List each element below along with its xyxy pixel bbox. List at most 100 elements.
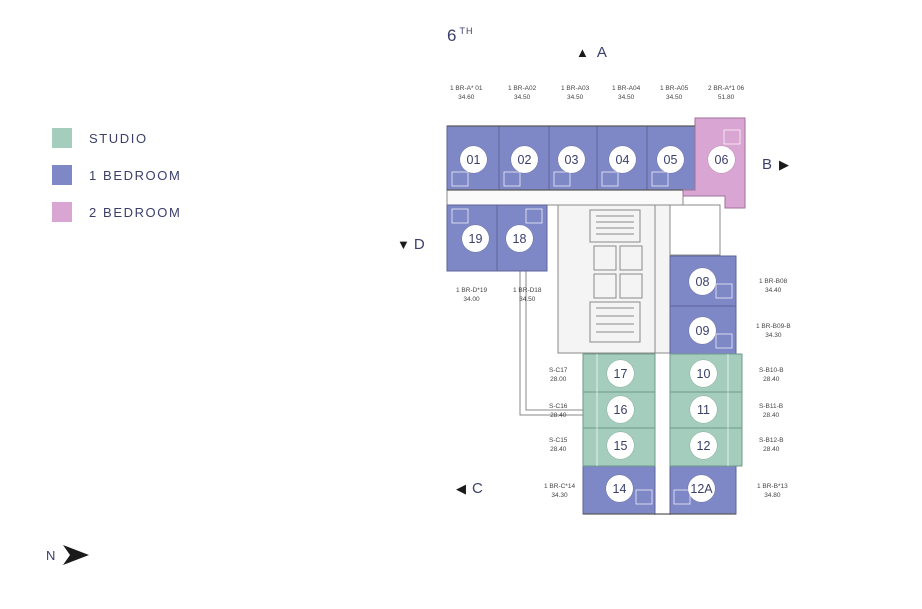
unit-type: 1 BR-D18 bbox=[513, 287, 542, 294]
legend-item-1-bedroom: 1 BEDROOM bbox=[52, 165, 181, 185]
unit-label-11: S-B11-B 28.40 bbox=[759, 402, 783, 420]
unit-area: 28.40 bbox=[763, 446, 780, 453]
one-bedroom-swatch bbox=[52, 165, 72, 185]
north-arrow-icon bbox=[63, 545, 90, 565]
unit-badge-03[interactable]: 03 bbox=[558, 146, 585, 173]
unit-label-12a: 1 BR-B*13 34.80 bbox=[757, 482, 788, 500]
unit-badge-04[interactable]: 04 bbox=[609, 146, 636, 173]
unit-badge-02[interactable]: 02 bbox=[511, 146, 538, 173]
unit-area: 28.40 bbox=[550, 412, 567, 419]
terrace bbox=[669, 204, 721, 256]
triangle-down-icon: ▼ bbox=[397, 237, 410, 252]
unit-label-02: 1 BR-A02 34.50 bbox=[508, 84, 536, 102]
north-label: N bbox=[46, 547, 56, 563]
unit-area: 51.80 bbox=[717, 94, 735, 101]
legend-label: STUDIO bbox=[89, 130, 148, 146]
unit-label-10: S-B10-B 28.40 bbox=[759, 366, 784, 384]
unit-badge-15[interactable]: 15 bbox=[607, 432, 634, 459]
unit-area: 34.50 bbox=[566, 94, 584, 101]
direction-a: ▲ A bbox=[576, 44, 607, 61]
unit-area: 34.30 bbox=[765, 332, 782, 339]
unit-area: 34.00 bbox=[463, 296, 480, 303]
unit-badge-11[interactable]: 11 bbox=[690, 396, 717, 423]
unit-badge-06[interactable]: 06 bbox=[708, 146, 735, 173]
core-area bbox=[557, 202, 671, 354]
unit-area: 34.30 bbox=[551, 492, 568, 499]
triangle-up-icon: ▲ bbox=[576, 45, 589, 60]
direction-a-label: A bbox=[596, 44, 607, 61]
unit-type: 1 BR-A* 01 bbox=[450, 85, 483, 92]
unit-label-03: 1 BR-A03 34.50 bbox=[561, 84, 589, 102]
stair-bottom bbox=[589, 301, 641, 343]
unit-area: 34.80 bbox=[764, 492, 781, 499]
unit-area: 28.40 bbox=[550, 446, 567, 453]
unit-type: S-C17 bbox=[549, 367, 568, 374]
unit-type: 1 BR-B08 bbox=[759, 278, 788, 285]
unit-label-09: 1 BR-B09-B 34.30 bbox=[756, 322, 791, 340]
unit-label-06: 2 BR-A*1 06 51.80 bbox=[708, 84, 744, 102]
floor-number: 6 bbox=[447, 26, 458, 45]
unit-label-04: 1 BR-A04 34.50 bbox=[612, 84, 640, 102]
unit-label-05: 1 BR-A05 34.50 bbox=[660, 84, 688, 102]
unit-badge-09[interactable]: 09 bbox=[689, 317, 716, 344]
legend-item-studio: STUDIO bbox=[52, 128, 181, 148]
unit-label-14: 1 BR-C*14 34.30 bbox=[544, 482, 575, 500]
unit-badge-14[interactable]: 14 bbox=[606, 475, 633, 502]
north-indicator: N bbox=[46, 543, 91, 567]
direction-d-label: D bbox=[413, 236, 425, 253]
direction-b-label: B bbox=[762, 156, 773, 173]
legend: STUDIO 1 BEDROOM 2 BEDROOM bbox=[52, 128, 181, 239]
unit-area: 34.60 bbox=[458, 94, 475, 101]
legend-item-2-bedroom: 2 BEDROOM bbox=[52, 202, 181, 222]
unit-area: 28.40 bbox=[763, 376, 780, 383]
unit-area: 34.40 bbox=[764, 287, 782, 294]
direction-b: B ▶ bbox=[762, 156, 789, 173]
unit-type: S-C15 bbox=[549, 437, 568, 444]
direction-c: ◀ C bbox=[456, 480, 483, 497]
direction-c-label: C bbox=[472, 480, 483, 497]
unit-badge-16[interactable]: 16 bbox=[607, 396, 634, 423]
unit-badge-01[interactable]: 01 bbox=[460, 146, 487, 173]
unit-label-12: S-B12-B 28.40 bbox=[759, 436, 784, 454]
unit-badge-12a[interactable]: 12A bbox=[688, 475, 715, 502]
unit-type: 1 BR-A02 bbox=[508, 85, 537, 92]
legend-label: 1 BEDROOM bbox=[89, 167, 182, 183]
unit-badge-10[interactable]: 10 bbox=[690, 360, 717, 387]
unit-type: 2 BR-A*1 06 bbox=[708, 85, 745, 92]
unit-badge-05[interactable]: 05 bbox=[657, 146, 684, 173]
unit-badge-19[interactable]: 19 bbox=[462, 225, 489, 252]
unit-type: 1 BR-B*13 bbox=[757, 483, 788, 490]
unit-area: 28.00 bbox=[550, 376, 567, 383]
floor-suffix: TH bbox=[459, 26, 474, 37]
unit-badge-18[interactable]: 18 bbox=[506, 225, 533, 252]
unit-badge-12[interactable]: 12 bbox=[690, 432, 717, 459]
unit-label-16: S-C16 28.40 bbox=[549, 402, 567, 420]
unit-type: 1 BR-D*19 bbox=[456, 287, 488, 294]
unit-badge-08[interactable]: 08 bbox=[689, 268, 716, 295]
unit-type: 1 BR-A03 bbox=[561, 85, 590, 92]
lift-4 bbox=[619, 273, 643, 299]
lift-1 bbox=[593, 245, 617, 271]
unit-label-19: 1 BR-D*19 34.00 bbox=[456, 286, 487, 304]
unit-type: S-B12-B bbox=[759, 437, 784, 444]
unit-label-01: 1 BR-A* 01 34.60 bbox=[450, 84, 483, 102]
studio-swatch bbox=[52, 128, 72, 148]
unit-type: S-C16 bbox=[549, 403, 568, 410]
unit-badge-17[interactable]: 17 bbox=[607, 360, 634, 387]
unit-area: 34.50 bbox=[519, 296, 536, 303]
corridor-north bbox=[446, 189, 684, 206]
unit-type: 1 BR-B09-B bbox=[756, 323, 791, 330]
unit-area: 34.50 bbox=[617, 94, 635, 101]
direction-d: ▼ D bbox=[397, 236, 425, 253]
unit-type: S-B11-B bbox=[759, 403, 784, 410]
unit-area: 34.50 bbox=[513, 94, 531, 101]
triangle-left-icon: ◀ bbox=[456, 480, 466, 496]
unit-area: 34.50 bbox=[665, 94, 683, 101]
legend-label: 2 BEDROOM bbox=[89, 204, 182, 220]
unit-type: 1 BR-C*14 bbox=[544, 483, 576, 490]
unit-area: 28.40 bbox=[762, 412, 780, 419]
lift-3 bbox=[593, 273, 617, 299]
unit-type: 1 BR-A05 bbox=[660, 85, 689, 92]
